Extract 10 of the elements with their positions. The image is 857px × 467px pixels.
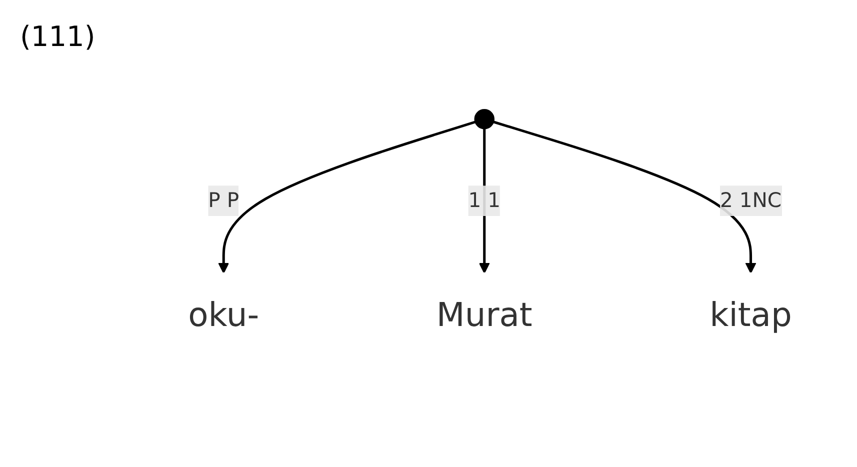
arrow (493, 120, 756, 274)
node-text: Murat (436, 297, 532, 336)
edge-label: 1 1 (468, 188, 500, 212)
node-text: kitap (710, 297, 792, 336)
node-circle (474, 108, 494, 130)
example-number: (111) (20, 20, 96, 53)
arrow (218, 120, 476, 274)
edge-label: 2 1NC (720, 188, 782, 212)
edge-label: P P (208, 188, 240, 212)
node-text: oku- (188, 297, 260, 336)
